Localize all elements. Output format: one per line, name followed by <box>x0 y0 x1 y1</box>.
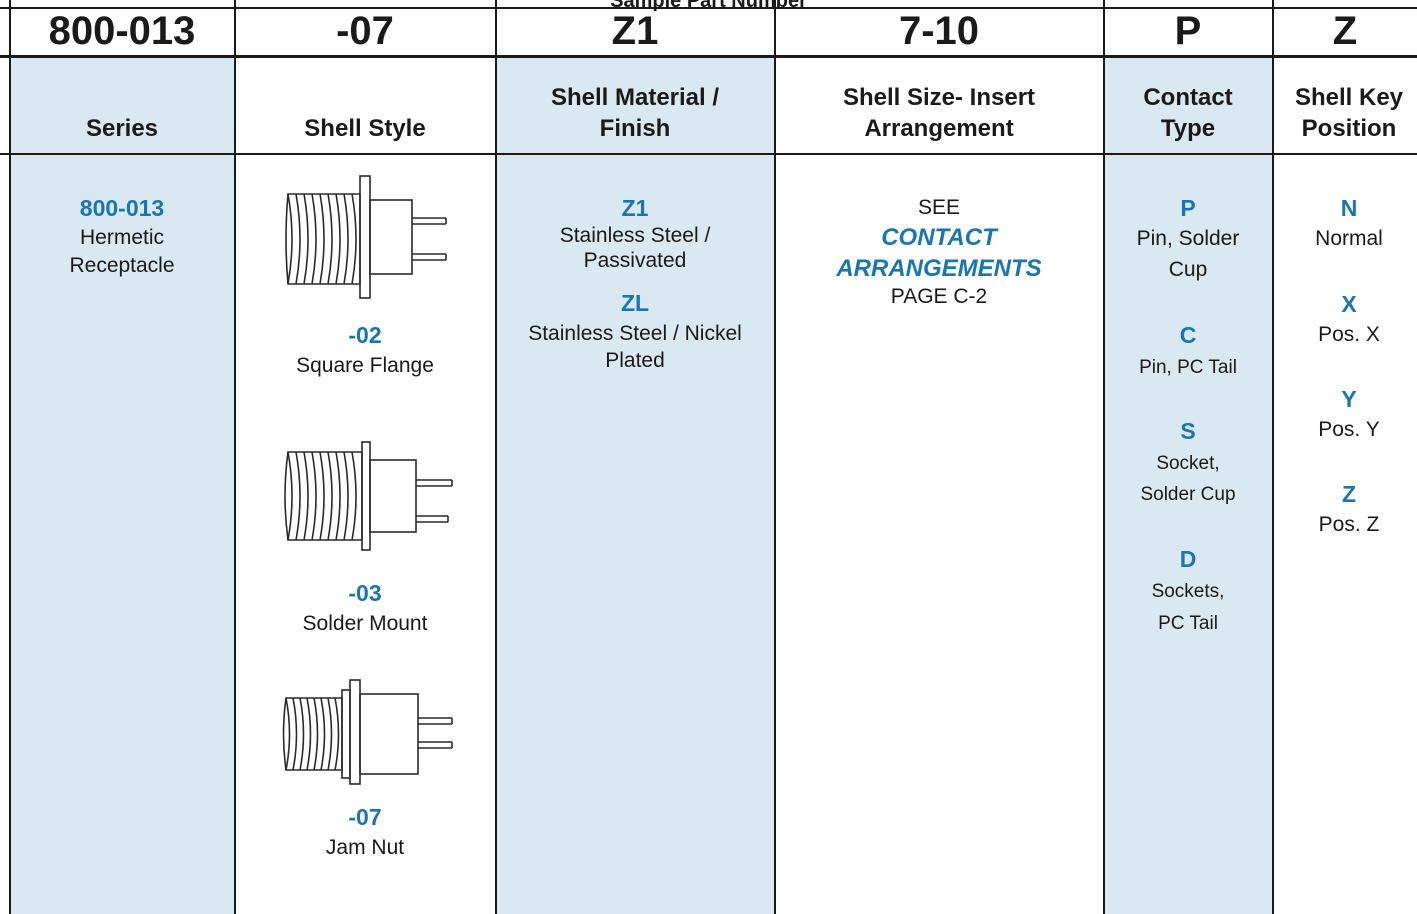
contact-desc: Pin, Solder <box>1136 227 1240 250</box>
material-option: ZL Stainless Steel / Nickel Plated <box>496 288 774 374</box>
grid-line <box>495 0 497 914</box>
part-number-contact: P <box>1174 9 1202 53</box>
material-column-shade <box>496 57 774 914</box>
shell-style-desc: Jam Nut <box>325 836 405 859</box>
contact-desc: Cup <box>1168 258 1208 281</box>
material-desc: Stainless Steel / <box>559 224 711 247</box>
part-number-material: Z1 <box>611 9 659 53</box>
shell-style-option: -07 Jam Nut <box>235 802 495 862</box>
header-shell-style: Shell Style <box>235 60 495 150</box>
contact-code: P <box>1180 195 1196 221</box>
contact-option: P Pin, Solder Cup <box>1104 193 1272 285</box>
material-desc: Plated <box>605 349 665 372</box>
shell-style-code: -07 <box>348 804 382 830</box>
contact-option: S Socket, Solder Cup <box>1104 416 1272 508</box>
header-line: Position <box>1301 115 1397 142</box>
key-desc: Pos. Y <box>1318 418 1380 441</box>
grid-line <box>0 7 1417 9</box>
shell-style-option: -02 Square Flange <box>235 320 495 380</box>
part-number-shell-size: 7-10 <box>898 9 980 53</box>
grid-line <box>1103 0 1105 914</box>
grid-line <box>234 0 236 914</box>
header-shell-size: Shell Size- Insert Arrangement <box>775 60 1103 150</box>
header-line: Finish <box>599 115 671 142</box>
header-line: Shell Key <box>1294 84 1404 111</box>
key-code: Y <box>1341 386 1357 412</box>
header-shell-material: Shell Material / Finish <box>496 60 774 150</box>
shell-style-code: -03 <box>348 580 382 606</box>
shell-style-code: -02 <box>348 322 382 348</box>
key-code: X <box>1341 291 1357 317</box>
square-flange-connector-icon <box>285 175 447 299</box>
contact-desc: Sockets, <box>1151 581 1225 602</box>
header-series: Series <box>10 60 234 150</box>
header-contact-type: Contact Type <box>1104 60 1272 150</box>
key-desc: Pos. Z <box>1318 513 1380 536</box>
key-option: Z Pos. Z <box>1273 479 1417 541</box>
series-code: 800-013 <box>79 195 165 221</box>
shell-size-note: SEE CONTACT ARRANGEMENTS PAGE C-2 <box>775 194 1103 310</box>
solder-mount-connector-icon <box>284 441 453 551</box>
header-line: Arrangement <box>864 115 1014 142</box>
contact-desc: Pin, PC Tail <box>1139 357 1237 378</box>
see-label: SEE <box>917 196 961 219</box>
contact-code: C <box>1179 322 1197 348</box>
contact-option: C Pin, PC Tail <box>1104 320 1272 386</box>
shell-style-desc: Solder Mount <box>302 612 428 635</box>
material-desc: Stainless Steel / Nickel <box>528 322 742 345</box>
header-line: Shell Material / <box>550 84 720 111</box>
key-desc: Pos. X <box>1318 323 1380 346</box>
contact-code: S <box>1180 418 1196 444</box>
series-desc: Receptacle <box>69 254 175 277</box>
material-option: Z1 Stainless Steel / Passivated <box>496 193 774 273</box>
part-number-shell-style: -07 <box>336 9 394 53</box>
shell-style-option: -03 Solder Mount <box>235 578 495 638</box>
series-column-shade <box>10 57 234 914</box>
grid-line <box>9 0 11 914</box>
part-number-key: Z <box>1332 9 1358 53</box>
header-line: Series <box>85 115 159 142</box>
material-code: Z1 <box>621 195 649 221</box>
key-option: X Pos. X <box>1273 289 1417 351</box>
header-line: Contact <box>1143 84 1233 111</box>
contact-desc: Solder Cup <box>1140 484 1236 505</box>
contact-code: D <box>1179 546 1197 572</box>
jam-nut-connector-icon <box>282 679 453 785</box>
grid-line <box>0 153 1417 155</box>
header-line: Shell Style <box>304 115 426 142</box>
contact-option: D Sockets, PC Tail <box>1104 544 1272 638</box>
series-option: 800-013 Hermetic Receptacle <box>10 193 234 280</box>
contact-column-shade <box>1103 57 1272 914</box>
contact-arrangements-link[interactable]: ARRANGEMENTS <box>836 255 1042 282</box>
grid-line <box>1272 0 1274 914</box>
key-code: N <box>1340 195 1358 221</box>
key-option: N Normal <box>1273 193 1417 255</box>
contact-desc: Socket, <box>1156 453 1220 474</box>
key-code: Z <box>1341 481 1357 507</box>
grid-line <box>774 0 776 914</box>
part-number-series: 800-013 <box>48 9 196 53</box>
header-line: Shell Size- Insert <box>842 84 1036 111</box>
contact-arrangements-link[interactable]: CONTACT <box>881 224 997 251</box>
shell-style-desc: Square Flange <box>296 354 434 377</box>
page-reference: PAGE C-2 <box>890 285 988 308</box>
header-line: Type <box>1160 115 1216 142</box>
sample-part-number-title: Sample Part Number <box>610 0 807 12</box>
material-desc: Passivated <box>583 249 687 272</box>
key-desc: Normal <box>1315 227 1383 250</box>
key-option: Y Pos. Y <box>1273 384 1417 446</box>
material-code: ZL <box>620 290 650 316</box>
header-shell-key: Shell Key Position <box>1273 60 1417 150</box>
grid-line <box>0 55 1417 58</box>
series-desc: Hermetic <box>79 226 164 249</box>
contact-desc: PC Tail <box>1158 613 1218 634</box>
